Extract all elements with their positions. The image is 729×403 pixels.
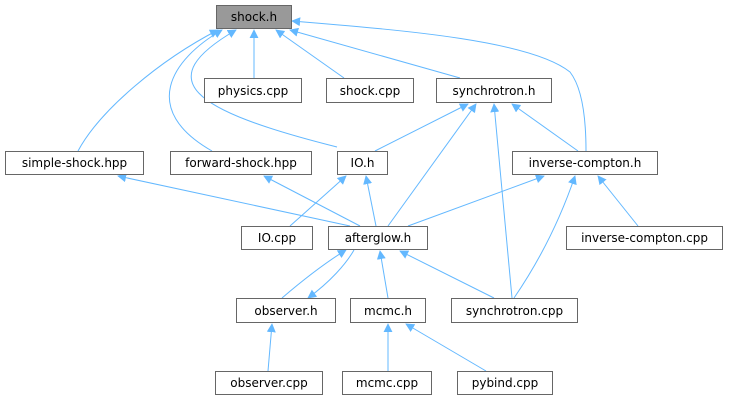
edge-synchrotron-h-to-synchrotron-cpp (490, 103, 513, 299)
edge-forward-shock-hpp-to-afterglow-h (263, 175, 361, 227)
edge-io-h-to-io-cpp (289, 175, 347, 227)
edge-shock-h-to-io-h (190, 29, 338, 148)
edge-simple-shock-hpp-to-afterglow-h (117, 173, 351, 227)
edge-synchrotron-h-to-io-h (374, 103, 469, 152)
node-pybind-cpp[interactable]: pybind.cpp (457, 371, 553, 395)
node-afterglow-h[interactable]: afterglow.h (328, 226, 428, 250)
node-mcmc-h[interactable]: mcmc.h (350, 298, 426, 323)
edge-synchrotron-h-to-inverse-compton-h (511, 103, 579, 152)
node-mcmc-cpp[interactable]: mcmc.cpp (342, 371, 432, 395)
node-inverse-compton-h[interactable]: inverse-compton.h (512, 151, 658, 175)
node-observer-cpp[interactable]: observer.cpp (215, 371, 323, 395)
edge-shock-h-to-synchrotron-h (289, 27, 461, 79)
node-io-h[interactable]: IO.h (337, 151, 388, 175)
edge-observer-h-to-afterglow-h (307, 249, 355, 299)
edge-inverse-compton-h-to-inverse-compton-cpp (597, 175, 639, 227)
edge-shock-h-to-simple-shock-hpp (77, 29, 219, 152)
edge-afterglow-h-to-synchrotron-cpp (399, 250, 495, 299)
edge-afterglow-h-to-mcmc-h (376, 250, 389, 299)
edge-inverse-compton-h-to-afterglow-h (407, 174, 545, 227)
edge-observer-h-to-observer-cpp (266, 323, 276, 372)
node-inverse-compton-cpp[interactable]: inverse-compton.cpp (566, 226, 723, 250)
edge-afterglow-h-to-observer-h (281, 249, 347, 299)
edge-mcmc-h-to-pybind-cpp (405, 323, 487, 372)
node-shock-h[interactable]: shock.h (216, 5, 292, 29)
node-synchrotron-h[interactable]: synchrotron.h (436, 78, 552, 103)
edge-shock-h-to-shock-cpp (275, 29, 345, 79)
node-forward-shock-hpp[interactable]: forward-shock.hpp (170, 151, 312, 175)
edge-shock-h-to-forward-shock-hpp (168, 29, 223, 152)
edge-shock-h-to-inverse-compton-h (291, 17, 587, 152)
node-physics-cpp[interactable]: physics.cpp (204, 78, 302, 103)
edge-io-h-to-afterglow-h (363, 175, 377, 227)
node-observer-h[interactable]: observer.h (236, 298, 336, 323)
node-io-cpp[interactable]: IO.cpp (241, 226, 313, 250)
node-shock-cpp[interactable]: shock.cpp (326, 78, 414, 103)
node-simple-shock-hpp[interactable]: simple-shock.hpp (5, 151, 144, 175)
node-synchrotron-cpp[interactable]: synchrotron.cpp (451, 298, 578, 323)
edge-inverse-compton-h-to-synchrotron-cpp (513, 175, 577, 299)
edge-synchrotron-h-to-afterglow-h (387, 103, 477, 227)
